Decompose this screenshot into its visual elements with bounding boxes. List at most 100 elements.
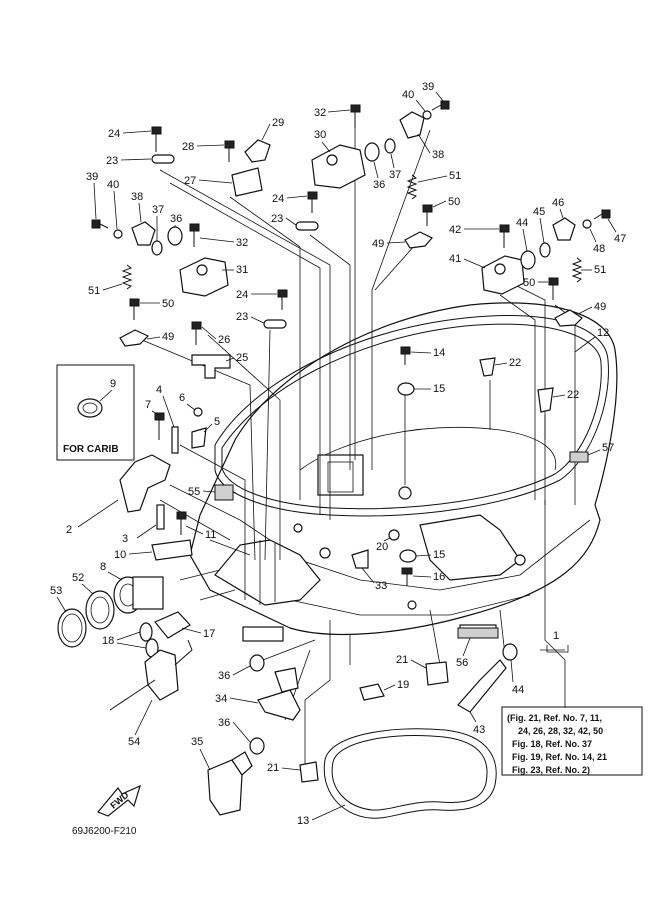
callout-30: 30	[314, 129, 326, 141]
callout-50-right: 50	[523, 277, 535, 289]
washer-40-top	[422, 110, 432, 120]
callout-21-low: 21	[267, 762, 279, 774]
callout-36-low-b: 36	[218, 717, 230, 729]
grommet-37-top	[384, 138, 396, 154]
callout-13: 13	[297, 815, 309, 827]
clip-38-top	[399, 111, 425, 139]
hook-49-left	[119, 329, 150, 347]
bolt-50-right	[422, 204, 433, 226]
callout-44-low: 44	[512, 684, 524, 696]
hook-49-top	[404, 231, 433, 249]
bolt-50-far-right	[548, 277, 559, 300]
callout-36-top: 36	[373, 179, 385, 191]
callout-9: 9	[110, 378, 116, 390]
callout-49-right: 49	[594, 301, 606, 313]
ref-note-line5: Fig. 23, Ref. No. 2)	[512, 765, 590, 775]
callout-1: 1	[553, 630, 559, 642]
plate-3	[156, 504, 165, 530]
bolt-32-top	[350, 104, 361, 128]
callout-39-left: 39	[86, 171, 98, 183]
callout-36-left: 36	[170, 213, 182, 225]
grommet-37-left	[151, 240, 163, 256]
bolt-14	[400, 346, 411, 365]
callout-3: 3	[122, 533, 128, 545]
callout-41: 41	[449, 253, 461, 265]
bottom-cowling	[189, 302, 618, 642]
callout-26: 26	[218, 334, 230, 346]
latch-housing-31	[179, 257, 229, 297]
callout-24-topleft: 24	[108, 128, 120, 140]
callout-38-top: 38	[432, 149, 444, 161]
spring-51-left	[121, 264, 133, 290]
callout-51-left: 51	[88, 285, 100, 297]
callout-22-a: 22	[509, 357, 521, 369]
callout-11: 11	[205, 529, 216, 541]
part-33	[351, 549, 369, 569]
ring-52	[85, 590, 115, 630]
callout-32-top: 32	[314, 107, 326, 119]
carb-inset: FOR CARIB	[56, 364, 135, 461]
screw-16	[401, 567, 413, 586]
callout-43: 43	[473, 724, 485, 736]
callout-23-low: 23	[236, 311, 248, 323]
callout-6: 6	[179, 392, 185, 404]
callout-5: 5	[214, 416, 220, 428]
bolt-47	[593, 209, 611, 220]
ref-note-line3: Fig. 18, Ref. No. 37	[512, 739, 592, 749]
callout-2: 2	[66, 524, 72, 536]
bolt-26	[191, 321, 202, 345]
callout-25: 25	[236, 352, 248, 364]
plug-20	[388, 529, 400, 541]
clamp-9	[77, 398, 103, 418]
callout-29: 29	[272, 117, 284, 129]
stopper-23-mid	[295, 221, 319, 231]
bracket-2	[119, 454, 171, 513]
nut-6	[193, 407, 203, 417]
callout-48: 48	[593, 243, 605, 255]
callout-27: 27	[184, 175, 196, 187]
callout-47: 47	[614, 233, 626, 245]
bracket-29	[244, 139, 271, 163]
callout-16: 16	[433, 571, 445, 583]
clip-46	[552, 217, 576, 241]
callout-7: 7	[145, 399, 151, 411]
bolt-50-left	[129, 298, 140, 320]
washer-48	[582, 219, 592, 229]
plate-10	[151, 539, 193, 561]
clamp-18-a	[139, 622, 153, 642]
bolt-24-mid	[307, 191, 318, 213]
stopper-23-low	[263, 319, 287, 329]
bracket-27	[231, 167, 263, 197]
callout-49-left: 49	[162, 331, 174, 343]
plate-4	[171, 426, 179, 454]
callout-23-top: 23	[106, 155, 118, 167]
label-56	[457, 627, 499, 639]
grommet-15-low	[399, 549, 417, 563]
callout-15-top: 15	[433, 383, 445, 395]
callout-18: 18	[102, 635, 114, 647]
callout-40-top: 40	[402, 89, 414, 101]
washer-45	[539, 242, 551, 258]
callout-19: 19	[397, 679, 409, 691]
callout-22-b: 22	[567, 389, 579, 401]
callout-49-top: 49	[372, 238, 384, 250]
callout-34: 34	[215, 693, 227, 705]
callout-50-top: 50	[448, 196, 460, 208]
callout-33: 33	[375, 580, 387, 592]
bolt-7	[154, 412, 165, 440]
bolt-39-left	[91, 219, 109, 229]
seal-13	[323, 728, 497, 819]
ref-note-line2: 24, 26, 28, 32, 42, 50	[518, 726, 603, 736]
callout-4: 4	[156, 384, 162, 396]
grommet-19	[359, 683, 385, 701]
bolt-11	[176, 511, 187, 535]
callout-24-mid: 24	[272, 193, 284, 205]
callout-36-low-a: 36	[218, 670, 230, 682]
grommet-15-top	[397, 382, 415, 396]
callout-38-left: 38	[131, 191, 143, 203]
callout-56: 56	[456, 657, 468, 669]
callout-44-right: 44	[516, 217, 528, 229]
callout-32-left: 32	[236, 237, 248, 249]
label-55	[214, 484, 234, 501]
